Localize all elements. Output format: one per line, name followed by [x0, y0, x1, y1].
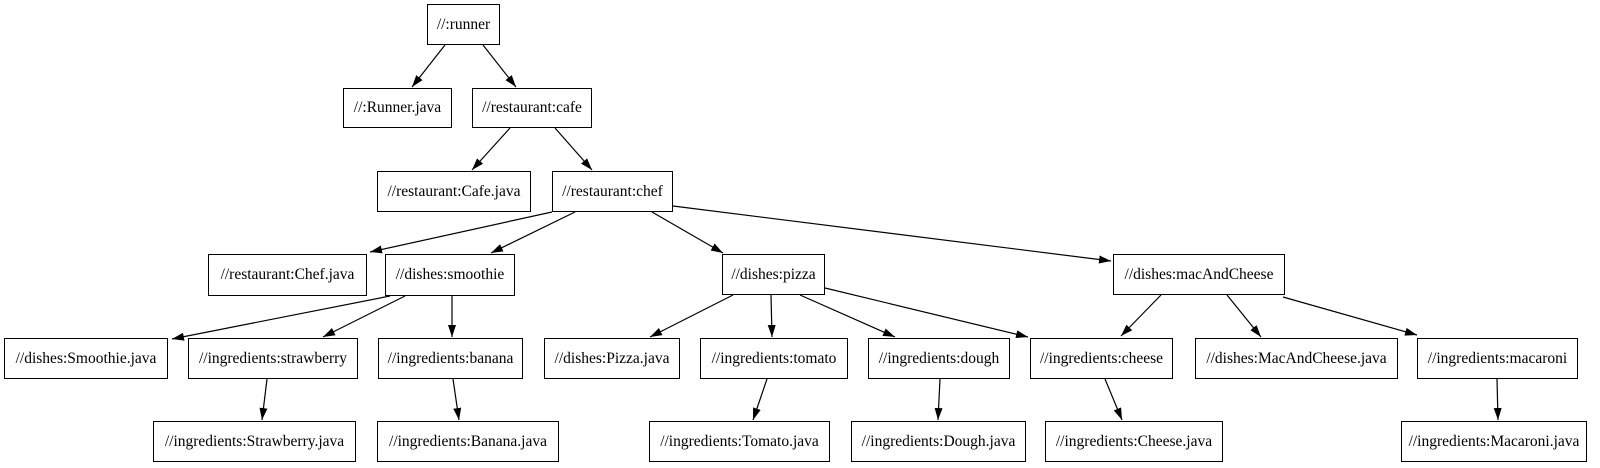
- graph-node-smoothie: //dishes:smoothie: [385, 254, 515, 296]
- edge-strawberry-to-strawberry-java: [259, 378, 268, 421]
- graph-node-runner-java: //:Runner.java: [343, 88, 452, 128]
- edge-chef-to-pizza: [651, 211, 724, 254]
- graph-node-tomato: //ingredients:tomato: [700, 338, 848, 379]
- graph-node-strawberry: //ingredients:strawberry: [188, 338, 358, 379]
- graph-node-macaroni-java: //ingredients:Macaroni.java: [1401, 421, 1587, 462]
- graph-node-macandcheese-java: //dishes:MacAndCheese.java: [1195, 338, 1398, 379]
- graph-node-cafe: //restaurant:cafe: [472, 88, 592, 128]
- edge-cafe-to-cafe-java: [471, 127, 511, 171]
- edge-chef-to-smoothie: [490, 211, 576, 254]
- graph-node-macaroni: //ingredients:macaroni: [1417, 338, 1578, 379]
- graph-node-cafe-java: //restaurant:Cafe.java: [377, 171, 531, 212]
- edge-macandcheese-to-macaroni: [1282, 296, 1418, 336]
- edge-pizza-to-dough: [799, 294, 896, 338]
- edge-cheese-to-cheese-java: [1104, 378, 1123, 421]
- graph-node-strawberry-java: //ingredients:Strawberry.java: [153, 421, 356, 462]
- graph-node-runner: //:runner: [427, 4, 500, 45]
- graph-edges: [171, 44, 1502, 421]
- edge-cafe-to-chef: [554, 127, 593, 171]
- edge-pizza-to-pizza-java: [649, 294, 734, 338]
- graph-node-tomato-java: //ingredients:Tomato.java: [649, 421, 830, 462]
- edge-chef-to-chef-java: [369, 211, 553, 254]
- graph-node-chef-java: //restaurant:Chef.java: [208, 254, 367, 296]
- graph-node-smoothie-java: //dishes:Smoothie.java: [4, 338, 168, 379]
- graph-node-banana: //ingredients:banana: [378, 338, 523, 379]
- edge-tomato-to-tomato-java: [752, 378, 768, 421]
- graph-node-dough-java: //ingredients:Dough.java: [851, 421, 1026, 462]
- graph-node-dough: //ingredients:dough: [868, 338, 1010, 379]
- edge-banana-to-banana-java: [452, 378, 462, 421]
- graph-node-pizza-java: //dishes:Pizza.java: [544, 338, 680, 379]
- graph-node-chef: //restaurant:chef: [552, 171, 673, 212]
- graph-node-pizza: //dishes:pizza: [722, 254, 825, 295]
- edge-pizza-to-cheese: [824, 287, 1029, 339]
- edge-macandcheese-to-macandcheese-java: [1226, 294, 1262, 338]
- edge-dough-to-dough-java: [934, 378, 943, 421]
- edge-runner-to-runner-java: [411, 44, 446, 88]
- edge-smoothie-to-smoothie-java: [171, 295, 391, 341]
- edge-runner-to-cafe: [482, 44, 517, 88]
- graph-node-cheese-java: //ingredients:Cheese.java: [1045, 421, 1223, 462]
- edge-macaroni-to-macaroni-java: [1493, 378, 1502, 421]
- graph-node-banana-java: //ingredients:Banana.java: [377, 421, 559, 462]
- graph-node-cheese: //ingredients:cheese: [1030, 338, 1173, 379]
- graph-node-macandcheese: //dishes:macAndCheese: [1113, 254, 1285, 295]
- edge-chef-to-macandcheese: [672, 205, 1112, 264]
- edge-pizza-to-tomato: [767, 294, 776, 338]
- edge-smoothie-to-strawberry: [322, 295, 406, 338]
- edge-macandcheese-to-cheese: [1120, 294, 1162, 337]
